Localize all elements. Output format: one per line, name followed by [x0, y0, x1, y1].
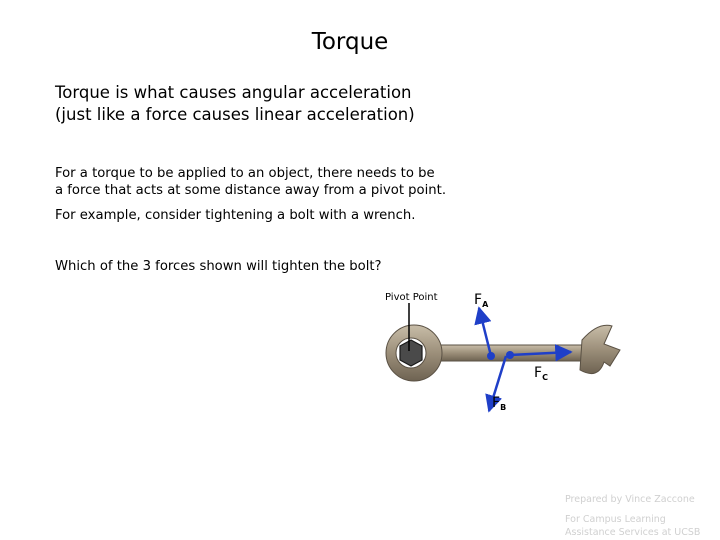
force-c-letter: F: [534, 365, 543, 381]
paragraph-line-2: a force that acts at some distance away …: [55, 183, 447, 198]
credit-line-2: For Campus Learning: [565, 514, 666, 525]
force-arrows: [474, 306, 573, 413]
force-b-label: FB: [492, 395, 506, 412]
force-a-letter: F: [474, 292, 483, 308]
credit-line-1: Prepared by Vince Zaccone: [565, 494, 695, 505]
bolt-hex: [399, 339, 423, 367]
force-a-label: FA: [474, 292, 488, 309]
force-b-subscript: B: [500, 403, 507, 412]
paragraph-line-1: For a torque to be applied to an object,…: [55, 166, 435, 181]
intro-line-1: Torque is what causes angular accelerati…: [55, 83, 412, 102]
intro-line-2: (just like a force causes linear acceler…: [55, 105, 415, 124]
force-a-arrow: [474, 306, 493, 357]
force-a-dot: [487, 352, 495, 360]
force-c-label: FC: [534, 365, 548, 382]
slide-title: Torque: [311, 29, 389, 55]
force-b-arrow: [485, 355, 508, 413]
question-text: Which of the 3 forces shown will tighten…: [55, 259, 382, 274]
force-c-arrow: [509, 344, 573, 362]
pivot-point-label: Pivot Point: [385, 292, 438, 303]
force-c-subscript: C: [542, 373, 548, 382]
credit-line-3: Assistance Services at UCSB: [565, 527, 701, 538]
force-a-subscript: A: [482, 300, 489, 309]
example-text: For example, consider tightening a bolt …: [55, 208, 416, 223]
force-b-letter: F: [492, 395, 501, 411]
force-c-dot: [506, 351, 514, 359]
